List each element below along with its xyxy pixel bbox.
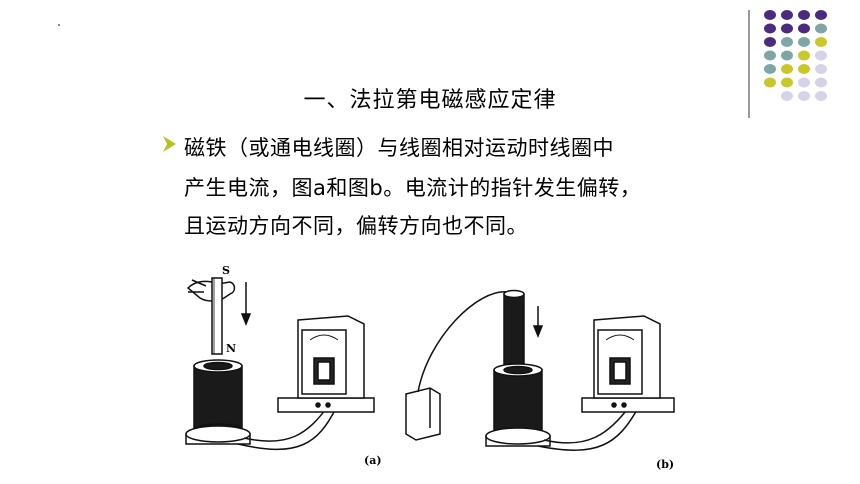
decorative-dot — [815, 37, 827, 47]
body-line-2: 产生电流，图a和图b。电流计的指针发生偏转， — [184, 176, 642, 200]
decorative-dot — [781, 23, 793, 34]
divider-line — [748, 10, 750, 118]
bar-magnet-a — [211, 277, 223, 355]
decorative-dot — [798, 23, 810, 34]
decorative-dot — [764, 50, 776, 61]
decorative-dot — [815, 50, 827, 61]
decorative-dot — [815, 64, 827, 74]
decorative-dot — [781, 10, 793, 20]
induction-figure: S N (a) — [185, 264, 675, 471]
decorative-dot — [781, 77, 793, 88]
decorative-dot — [764, 23, 776, 34]
page-title: 一、法拉第电磁感应定律 — [303, 88, 557, 113]
decorative-dot — [798, 91, 810, 101]
decorative-dot — [764, 77, 776, 88]
decorative-dot-grid — [764, 10, 827, 101]
small-coil — [503, 293, 525, 365]
decorative-dot — [798, 77, 810, 88]
decorative-dot — [764, 37, 776, 47]
decorative-dot — [798, 37, 810, 47]
decorative-dot — [798, 64, 810, 74]
bullet-arrow-icon — [163, 136, 176, 152]
decorative-dot — [781, 91, 793, 101]
decorative-dot — [781, 37, 793, 47]
decorative-dot — [815, 77, 827, 88]
label-s: S — [222, 264, 230, 277]
figure-a — [185, 277, 375, 451]
body-line-3: 且运动方向不同，偏转方向也不同。 — [184, 214, 528, 238]
figure-b — [405, 289, 675, 451]
decorative-dot — [764, 10, 776, 20]
decorative-dot — [764, 64, 776, 74]
decorative-dot — [815, 91, 827, 101]
label-n: N — [226, 342, 236, 355]
coil-a — [193, 365, 243, 431]
caption-a: (a) — [364, 454, 382, 467]
decorative-dot — [798, 50, 810, 61]
decorative-dot — [798, 10, 810, 20]
coil-b — [493, 369, 543, 433]
decorative-dot — [815, 10, 827, 20]
corner-dot — [58, 24, 60, 26]
decorative-dot — [815, 23, 827, 34]
decorative-dot — [781, 50, 793, 61]
decorative-dot — [781, 64, 793, 74]
caption-b: (b) — [656, 458, 674, 471]
battery — [405, 387, 441, 441]
body-line-1: 磁铁（或通电线圈）与线圈相对运动时线圈中 — [184, 136, 614, 160]
